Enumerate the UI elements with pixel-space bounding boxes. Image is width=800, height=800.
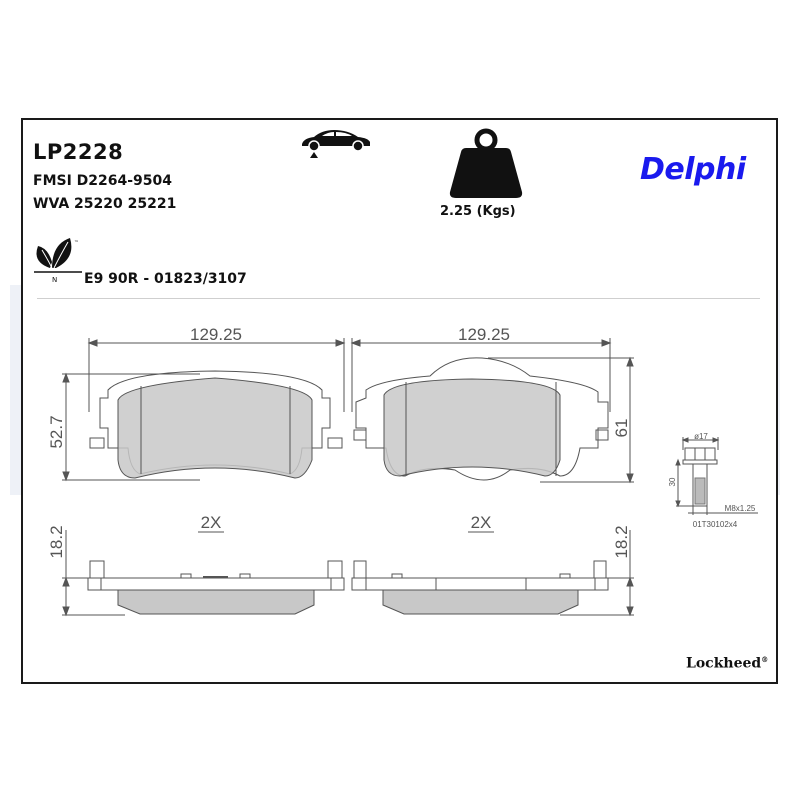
right-pad-height: 61: [612, 419, 631, 438]
section-divider: [37, 298, 760, 299]
car-front-axle-icon: [302, 130, 370, 158]
fmsi-number: FMSI D2264-9504: [33, 173, 173, 189]
part-number: LP2228: [33, 140, 124, 164]
ece-approval: E9 90R - 01823/3107: [84, 271, 247, 287]
wva-numbers: WVA 25220 25221: [33, 196, 177, 212]
bolt-part-ref: 01T30102x4: [693, 520, 738, 529]
brand-logo: Delphi: [640, 152, 746, 187]
bolt-length: 30: [668, 477, 677, 486]
registered-mark: ®: [761, 655, 769, 664]
right-pad-quantity: 2X: [471, 513, 492, 532]
bolt-thread: M8x1.25: [725, 504, 756, 513]
left-pad-height: 52.7: [47, 415, 66, 448]
left-pad-width: 129.25: [190, 325, 242, 344]
eco-tm: ™: [74, 240, 79, 246]
lockheed-logo: Lockheed®: [686, 655, 768, 672]
weight-icon: [449, 128, 523, 198]
bolt-head-diameter: ø17: [694, 432, 708, 441]
lockheed-text: Lockheed: [686, 655, 762, 672]
eco-badge-letter: N: [52, 276, 57, 284]
left-pad-quantity: 2X: [201, 513, 222, 532]
right-pad-width: 129.25: [458, 325, 510, 344]
weight-value: 2.25 (Kgs): [440, 204, 516, 219]
right-pad-thickness: 18.2: [612, 525, 631, 558]
left-pad-thickness: 18.2: [47, 525, 66, 558]
leaf-icon: ™ N: [34, 238, 82, 284]
